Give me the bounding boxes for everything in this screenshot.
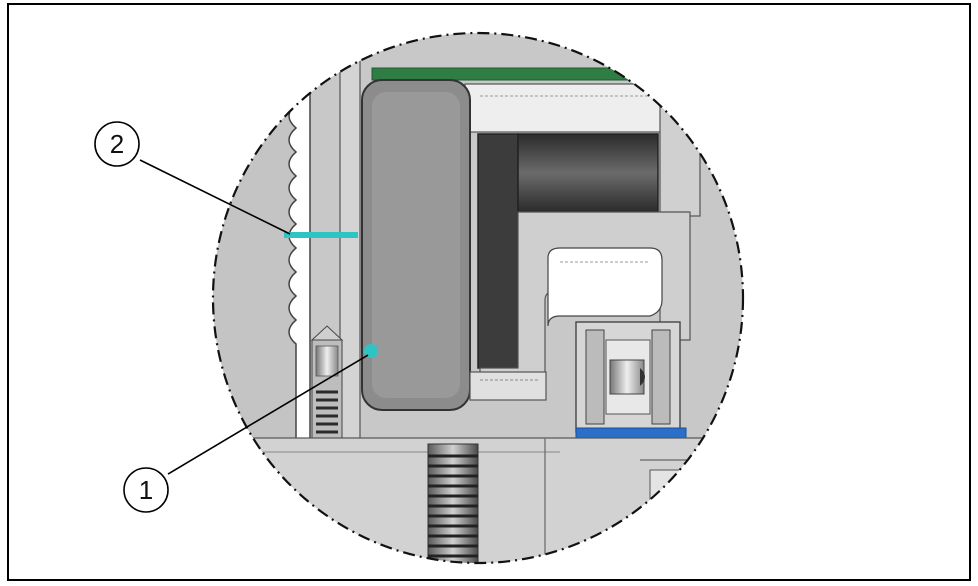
dark-insert — [477, 133, 519, 369]
cyan-channel-marker — [284, 232, 358, 238]
callout-1: 1 — [123, 467, 169, 513]
threaded-edge — [288, 59, 311, 441]
callout-2-label: 2 — [110, 129, 124, 159]
cartridge — [575, 321, 681, 433]
bottom-screw — [427, 443, 479, 563]
leader-line-1 — [167, 354, 369, 475]
callout-1-label: 1 — [139, 475, 153, 505]
cavity — [547, 247, 663, 327]
channel — [339, 39, 361, 441]
green-strip — [371, 67, 633, 81]
cross-section — [213, 33, 743, 563]
left-bolt — [310, 325, 344, 441]
detail-circle — [211, 31, 745, 565]
upper-recess — [464, 83, 676, 133]
dark-cylinder — [517, 133, 659, 213]
leader-line-2 — [139, 159, 291, 235]
callout-2: 2 — [94, 121, 140, 167]
